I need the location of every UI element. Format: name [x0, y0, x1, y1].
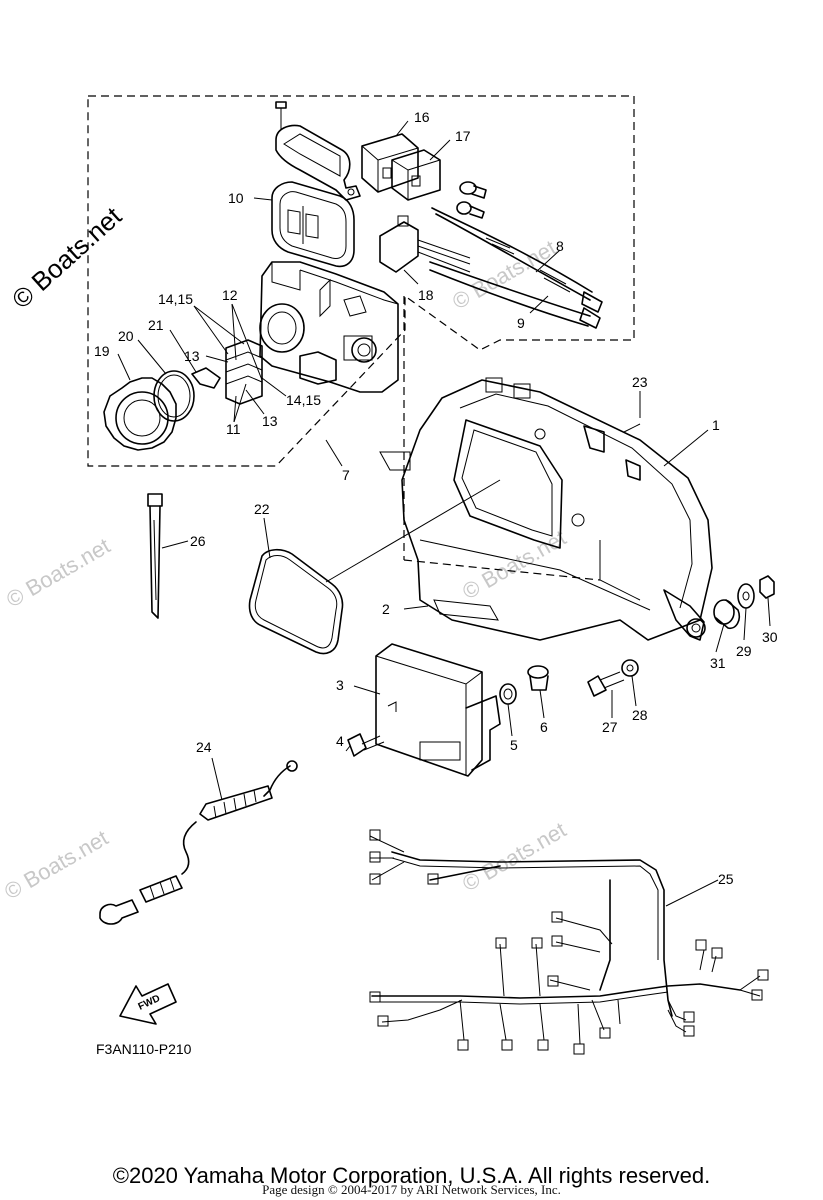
- callout-24: 24: [196, 739, 212, 755]
- cap-19: [103, 377, 177, 451]
- page-design-credit: Page design © 2004-2017 by ARI Network S…: [262, 1182, 561, 1197]
- callout-16: 16: [414, 109, 430, 125]
- nut-30: [759, 575, 775, 599]
- diagram-code: F3AN110-P210: [96, 1041, 192, 1057]
- connector-block-12: [225, 339, 263, 405]
- callout-21: 21: [148, 317, 164, 333]
- gasket-22: [248, 548, 344, 655]
- top-bolt: [275, 101, 287, 130]
- grommet-5: [499, 683, 517, 705]
- sensor-cable-24: [99, 760, 298, 925]
- callout-7: 7: [342, 467, 350, 483]
- watermark-faint-2: © Boats.net: [2, 533, 114, 612]
- callout-26: 26: [190, 533, 206, 549]
- callout-22: 22: [254, 501, 270, 517]
- box-housing-1: [379, 377, 713, 641]
- leader-lines: [117, 120, 771, 907]
- callout-1: 1: [712, 417, 720, 433]
- assembly-7-boundary: [87, 95, 635, 467]
- callout-23: 23: [632, 374, 648, 390]
- watermark-main: © Boats.net: [6, 200, 128, 314]
- callout-17: 17: [455, 128, 471, 144]
- sensor-18: [379, 215, 471, 273]
- watermark-faint-3: © Boats.net: [458, 525, 570, 604]
- callout-27: 27: [602, 719, 618, 735]
- callout-19: 19: [94, 343, 110, 359]
- watermark-faint-group: © Boats.net © Boats.net © Boats.net © Bo…: [0, 235, 570, 904]
- callout-13-right: 13: [262, 413, 278, 429]
- cable-tie-26: [147, 493, 163, 619]
- callout-18: 18: [418, 287, 434, 303]
- callout-31: 31: [710, 655, 726, 671]
- callout-9: 9: [517, 315, 525, 331]
- bolt-27: [587, 671, 625, 697]
- o-ring-20: [153, 370, 195, 422]
- callout-14-15-bottom: 14,15: [286, 392, 321, 408]
- collar-6: [527, 665, 549, 691]
- washer-28: [621, 659, 639, 677]
- wire-harness-25: [369, 829, 769, 1055]
- cover-bracket: [275, 124, 361, 201]
- callout-8: 8: [556, 238, 564, 254]
- callout-5: 5: [510, 737, 518, 753]
- callout-10: 10: [228, 190, 244, 206]
- control-unit-3: [375, 643, 501, 777]
- callout-labels: 16 17 10 8 18 9 12 14,15 21 20 19 13 14,…: [94, 109, 778, 887]
- callout-12: 12: [222, 287, 238, 303]
- callout-25: 25: [718, 871, 734, 887]
- callout-2: 2: [382, 601, 390, 617]
- cover-10: [271, 181, 355, 268]
- callout-6: 6: [540, 719, 548, 735]
- relay-17: [391, 149, 441, 201]
- callout-14-15-top: 14,15: [158, 291, 193, 307]
- callout-20: 20: [118, 328, 134, 344]
- washer-29: [737, 583, 755, 609]
- leads-8-9: [429, 181, 603, 329]
- collar-31: [713, 599, 741, 630]
- copyright-notice: ©2020 Yamaha Motor Corporation, U.S.A. A…: [112, 1163, 711, 1188]
- connector-21: [191, 367, 221, 389]
- fwd-arrow: FWD: [119, 983, 177, 1025]
- callout-29: 29: [736, 643, 752, 659]
- callout-13-left: 13: [184, 348, 200, 364]
- callout-28: 28: [632, 707, 648, 723]
- relay-16: [361, 133, 419, 193]
- callout-30: 30: [762, 629, 778, 645]
- callout-4: 4: [336, 733, 344, 749]
- watermark-faint-5: © Boats.net: [458, 817, 570, 896]
- callout-3: 3: [336, 677, 344, 693]
- watermark-faint-4: © Boats.net: [0, 825, 112, 904]
- callout-11: 11: [226, 421, 241, 437]
- control-housing: [259, 261, 399, 393]
- bolt-4: [347, 733, 385, 757]
